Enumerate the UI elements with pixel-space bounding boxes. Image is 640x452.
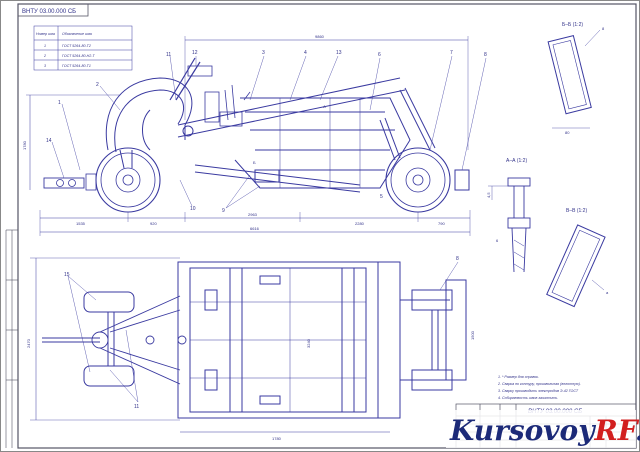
gooseneck bbox=[105, 77, 193, 169]
callout-15: 15 bbox=[64, 272, 70, 278]
section-bb-label: Б–Б (1:2) bbox=[562, 22, 583, 28]
hydraulic-cylinders bbox=[194, 117, 401, 193]
plan-drawbar bbox=[42, 295, 187, 385]
callout-14: 14 bbox=[46, 138, 52, 144]
section-vv-weld: а bbox=[606, 290, 609, 295]
callout-3: 3 bbox=[262, 50, 265, 56]
callout-2: 2 bbox=[96, 82, 99, 88]
note-1: 1. * Размер для справок. bbox=[498, 375, 539, 379]
section-aa-dim: 4,5 bbox=[486, 192, 491, 198]
callout-11: 11 bbox=[166, 52, 171, 58]
stamp-box-rotated: ВНТУ 03.00.000 СБ bbox=[17, 3, 89, 17]
section-vv-label: В–В (1:2) bbox=[566, 208, 587, 214]
plan-rear bbox=[377, 261, 467, 419]
callout-4: 4 bbox=[304, 50, 307, 56]
plan-view bbox=[30, 257, 467, 433]
callout-7: 7 bbox=[450, 50, 453, 56]
drawing-frame bbox=[17, 3, 637, 449]
plan-dim-bottom: 1780 bbox=[272, 436, 282, 441]
section-marker-a: A bbox=[323, 104, 326, 109]
weld-table-header-number: Номер шва bbox=[36, 32, 55, 36]
section-marker-b: Б bbox=[253, 160, 256, 165]
weld-table-cell: ГОСТ 5264-80-Т1 bbox=[62, 64, 91, 68]
dim-920: 920 bbox=[150, 221, 157, 226]
callout-8: 8 bbox=[484, 52, 487, 58]
callout-6: 6 bbox=[378, 52, 381, 58]
callout-1: 1 bbox=[58, 100, 61, 106]
section-aa-label: А–А (1:2) bbox=[506, 158, 527, 164]
section-bb-weld: 8 bbox=[602, 26, 605, 31]
weld-table-cell: 1 bbox=[44, 44, 46, 48]
callout-leaders bbox=[51, 55, 487, 209]
callout-11-plan: 11 bbox=[134, 404, 139, 410]
note-3: 3. Сварку производить электродом Э-42 ГО… bbox=[498, 389, 579, 393]
weld-table-cell: ГОСТ 5264-80-Т2 bbox=[62, 44, 91, 48]
section-bb bbox=[547, 29, 601, 129]
plan-dim-inner: 3240 bbox=[306, 338, 311, 348]
stamp-code-rotated: ВНТУ 03.00.000 СБ bbox=[22, 9, 76, 15]
note-4: 4. Собираемость швов зачистить. bbox=[498, 396, 558, 400]
dim-height: 1780 bbox=[22, 140, 27, 150]
watermark-text: KursovoyRF.ru bbox=[449, 414, 640, 447]
dim-bottom-length: 6616 bbox=[250, 226, 260, 231]
section-vv bbox=[546, 224, 606, 308]
callout-5: 5 bbox=[380, 194, 383, 200]
callout-9: 9 bbox=[222, 208, 225, 214]
bucket-body bbox=[234, 97, 411, 189]
plan-callout-leaders bbox=[67, 261, 459, 403]
watermark: KursovoyRF.ru bbox=[446, 410, 640, 448]
dim-790: 790 bbox=[438, 221, 445, 226]
weld-table-cell: 2 bbox=[43, 54, 46, 58]
note-2: 2. Сварка по контуру, произвольная (впло… bbox=[497, 382, 581, 386]
dim-1535: 1535 bbox=[76, 221, 86, 226]
watermark-accent bbox=[588, 418, 604, 434]
section-aa bbox=[488, 177, 531, 273]
side-view bbox=[26, 36, 471, 236]
weld-table-header-designation: Обозначение шва bbox=[62, 32, 92, 36]
callout-8-plan: 8 bbox=[456, 256, 459, 262]
callout-10: 10 bbox=[190, 206, 196, 212]
section-aa-weld: 6 bbox=[496, 238, 499, 243]
callout-13: 13 bbox=[336, 50, 342, 56]
dim-overall-length: 9860 bbox=[315, 34, 325, 39]
plan-dim-width: 2470 bbox=[26, 338, 31, 348]
dim-2280: 2280 bbox=[355, 221, 365, 226]
weld-table-cell: 3 bbox=[44, 64, 46, 68]
dim-2963: 2963 bbox=[248, 212, 258, 217]
weld-table-cell: ГОСТ 5264-80-Н2-Т bbox=[62, 54, 95, 58]
callout-12: 12 bbox=[192, 50, 198, 56]
plan-dim-right: 1500 bbox=[470, 330, 475, 340]
section-bb-dim: 80 bbox=[565, 130, 570, 135]
binding-strip bbox=[5, 229, 18, 448]
rear-wheel bbox=[385, 147, 451, 213]
weld-table bbox=[33, 25, 133, 71]
